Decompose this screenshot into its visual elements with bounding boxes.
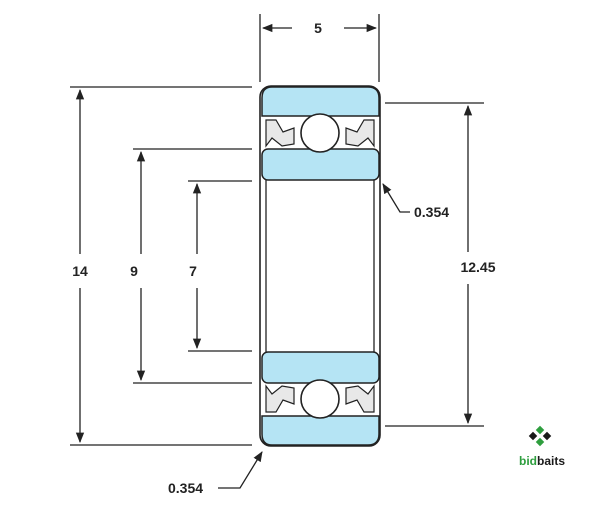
dimension-outer-diameter: 14	[70, 86, 252, 446]
bore-label: 7	[189, 263, 197, 279]
chamfer-bottom-label: 0.354	[168, 480, 203, 496]
dimension-bore-shoulder: 9	[130, 148, 252, 384]
ball-top	[300, 113, 340, 153]
dimension-bore: 7	[188, 180, 252, 352]
chamfer-top-label: 0.354	[414, 204, 449, 220]
seal-bottom-left	[265, 384, 295, 413]
callout-chamfer-bottom: 0.354	[168, 451, 263, 496]
ball-bottom	[300, 379, 340, 419]
bearing-cross-section	[259, 85, 381, 447]
seal-top-left	[265, 119, 295, 148]
outer-shoulder-label: 12.45	[460, 259, 495, 275]
inner-ring-bottom	[261, 351, 380, 384]
outer-diameter-label: 14	[72, 263, 88, 279]
brand-bid: bid	[519, 454, 537, 468]
dimension-width: 5	[259, 14, 380, 82]
seal-bottom-right	[345, 384, 375, 413]
outer-ring-top	[261, 86, 380, 117]
leader-line	[382, 183, 410, 213]
brand-wordmark: bidbaits	[519, 454, 565, 468]
outer-ring-bottom	[261, 415, 380, 446]
bore-shoulder-label: 9	[130, 263, 138, 279]
bidbaits-logo: bidbaits	[519, 425, 565, 468]
dimension-outer-shoulder: 12.45	[385, 102, 496, 427]
logo-mark-icon	[528, 425, 552, 447]
callout-chamfer-top: 0.354	[382, 183, 449, 220]
inner-ring-top	[261, 148, 380, 181]
width-label: 5	[314, 20, 322, 36]
leader-line	[218, 451, 263, 489]
brand-baits: baits	[537, 454, 565, 468]
seal-top-right	[345, 119, 375, 148]
